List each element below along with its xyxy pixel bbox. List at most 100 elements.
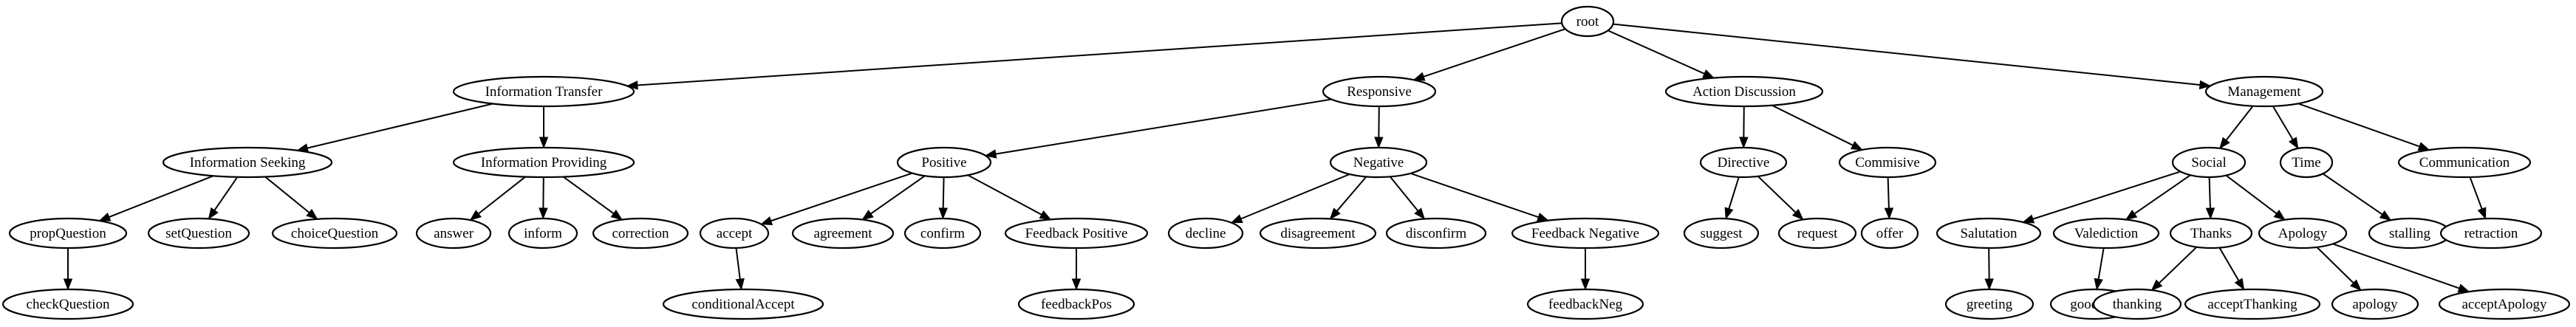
- node-ellipse-suggest: [1683, 217, 1760, 249]
- arrowhead-management: [2199, 80, 2212, 90]
- arrowhead-accept: [760, 216, 773, 225]
- arrowhead-information-providing: [539, 137, 549, 149]
- node-ellipse-retraction: [2439, 217, 2543, 249]
- node-ellipse-check-question: [1, 288, 134, 320]
- arrowhead-inform: [539, 207, 548, 220]
- node-label-social: Social: [2191, 155, 2227, 171]
- arrowhead-decline: [1230, 214, 1243, 224]
- node-ellipse-agreement: [791, 217, 895, 249]
- node-ellipse-accept-thanking: [2184, 288, 2321, 320]
- node-ellipse-prop-question: [8, 217, 128, 249]
- node-label-choice-question: choiceQuestion: [291, 226, 379, 241]
- arrowhead-goodbye: [2094, 278, 2103, 291]
- node-apology-group: Apology: [2258, 217, 2348, 249]
- edge-positive-to-agreement: [870, 175, 926, 215]
- arrowhead-negative: [1374, 137, 1384, 149]
- node-ellipse-communication: [2397, 146, 2532, 179]
- edge-apology-group-to-accept-apology: [2332, 243, 2460, 289]
- node-ellipse-negative: [1329, 146, 1428, 179]
- node-inform: inform: [508, 217, 578, 249]
- arrowhead-disagreement: [1329, 207, 1341, 220]
- node-label-directive: Directive: [1718, 155, 1770, 171]
- node-accept: accept: [699, 217, 770, 249]
- node-feedback-neg: feedbackNeg: [1526, 288, 1644, 320]
- node-ellipse-apology-group: [2258, 217, 2348, 249]
- node-ellipse-conditional-accept: [662, 288, 824, 320]
- arrowhead-thanks: [2205, 207, 2215, 220]
- node-label-commisive: Commisive: [1855, 155, 1920, 171]
- node-accept-apology: acceptApology: [2438, 288, 2571, 320]
- node-ellipse-set-question: [147, 217, 250, 249]
- node-agreement: agreement: [791, 217, 895, 249]
- node-label-positive: Positive: [921, 155, 966, 171]
- node-label-information-transfer: Information Transfer: [485, 84, 604, 100]
- edge-social-to-valediction: [2133, 174, 2191, 215]
- node-salutation: Salutation: [1936, 217, 2042, 249]
- arrowhead-positive: [984, 149, 997, 159]
- edge-directive-to-request: [1757, 176, 1797, 213]
- node-feedback-positive: Feedback Positive: [1004, 217, 1149, 249]
- arrowhead-commisive: [1850, 140, 1863, 151]
- edge-negative-to-disconfirm: [1389, 176, 1419, 212]
- arrowhead-information-transfer: [626, 80, 638, 90]
- node-disagreement: disagreement: [1259, 217, 1377, 249]
- node-ellipse-accept: [699, 217, 770, 249]
- node-root: root: [1560, 5, 1615, 38]
- node-commisive: Commisive: [1838, 146, 1937, 179]
- node-request: request: [1777, 217, 1857, 249]
- node-label-information-providing: Information Providing: [481, 155, 607, 171]
- node-conditional-accept: conditionalAccept: [662, 288, 824, 320]
- arrowhead-answer: [469, 210, 482, 221]
- edge-negative-to-feedback-negative: [1410, 172, 1539, 218]
- node-label-check-question: checkQuestion: [27, 297, 110, 312]
- edge-root-to-information-transfer: [637, 22, 1562, 86]
- node-ellipse-thanks: [2169, 217, 2253, 249]
- node-positive: Positive: [896, 146, 992, 179]
- arrowhead-accept-apology: [2457, 283, 2470, 293]
- node-disconfirm: disconfirm: [1385, 217, 1487, 249]
- node-ellipse-responsive: [1322, 75, 1437, 108]
- edge-management-to-time: [2272, 106, 2294, 140]
- arrowhead-feedback-positive: [1039, 210, 1052, 221]
- node-label-correction: correction: [612, 226, 669, 241]
- node-accept-thanking: acceptThanking: [2184, 288, 2321, 320]
- node-apology: apology: [2331, 288, 2419, 320]
- arrowhead-accept-thanking: [2234, 278, 2245, 291]
- node-ellipse-valediction: [2052, 217, 2160, 249]
- node-ellipse-answer: [415, 217, 492, 249]
- node-label-time: Time: [2292, 155, 2320, 171]
- node-label-feedback-neg: feedbackNeg: [1548, 297, 1623, 312]
- node-ellipse-disconfirm: [1385, 217, 1487, 249]
- node-label-answer: answer: [434, 226, 474, 241]
- node-label-feedback-pos: feedbackPos: [1041, 297, 1112, 312]
- node-label-root: root: [1576, 14, 1599, 30]
- arrowhead-check-question: [63, 278, 73, 291]
- arrowhead-action-discussion: [1702, 69, 1715, 79]
- arrowhead-retraction: [2477, 207, 2487, 220]
- node-information-seeking: Information Seeking: [162, 146, 333, 179]
- node-label-information-seeking: Information Seeking: [190, 155, 306, 171]
- arrowhead-confirm: [938, 207, 948, 220]
- arrowhead-feedback-neg: [1580, 278, 1591, 291]
- node-label-action-discussion: Action Discussion: [1692, 84, 1796, 100]
- edge-information-seeking-to-prop-question: [109, 175, 214, 218]
- node-ellipse-request: [1777, 217, 1857, 249]
- arrowhead-communication: [2417, 142, 2430, 151]
- arrowhead-suggest: [1724, 207, 1734, 220]
- node-correction: correction: [592, 217, 689, 249]
- node-label-negative: Negative: [1353, 155, 1404, 171]
- node-stalling: stalling: [2368, 217, 2452, 249]
- arrowhead-request: [1791, 208, 1804, 221]
- node-label-valediction: Valediction: [2074, 226, 2139, 241]
- edge-root-to-action-discussion: [1608, 30, 1705, 75]
- arrowhead-choice-question: [306, 208, 318, 220]
- node-label-confirm: confirm: [920, 226, 965, 241]
- arrowhead-set-question: [208, 207, 219, 220]
- node-label-decline: decline: [1186, 226, 1226, 241]
- arrowhead-salutation: [2022, 214, 2035, 224]
- node-label-apology: apology: [2352, 297, 2398, 312]
- node-label-feedback-negative: Feedback Negative: [1531, 226, 1639, 241]
- node-feedback-negative: Feedback Negative: [1511, 217, 1660, 249]
- node-label-disagreement: disagreement: [1280, 226, 1356, 241]
